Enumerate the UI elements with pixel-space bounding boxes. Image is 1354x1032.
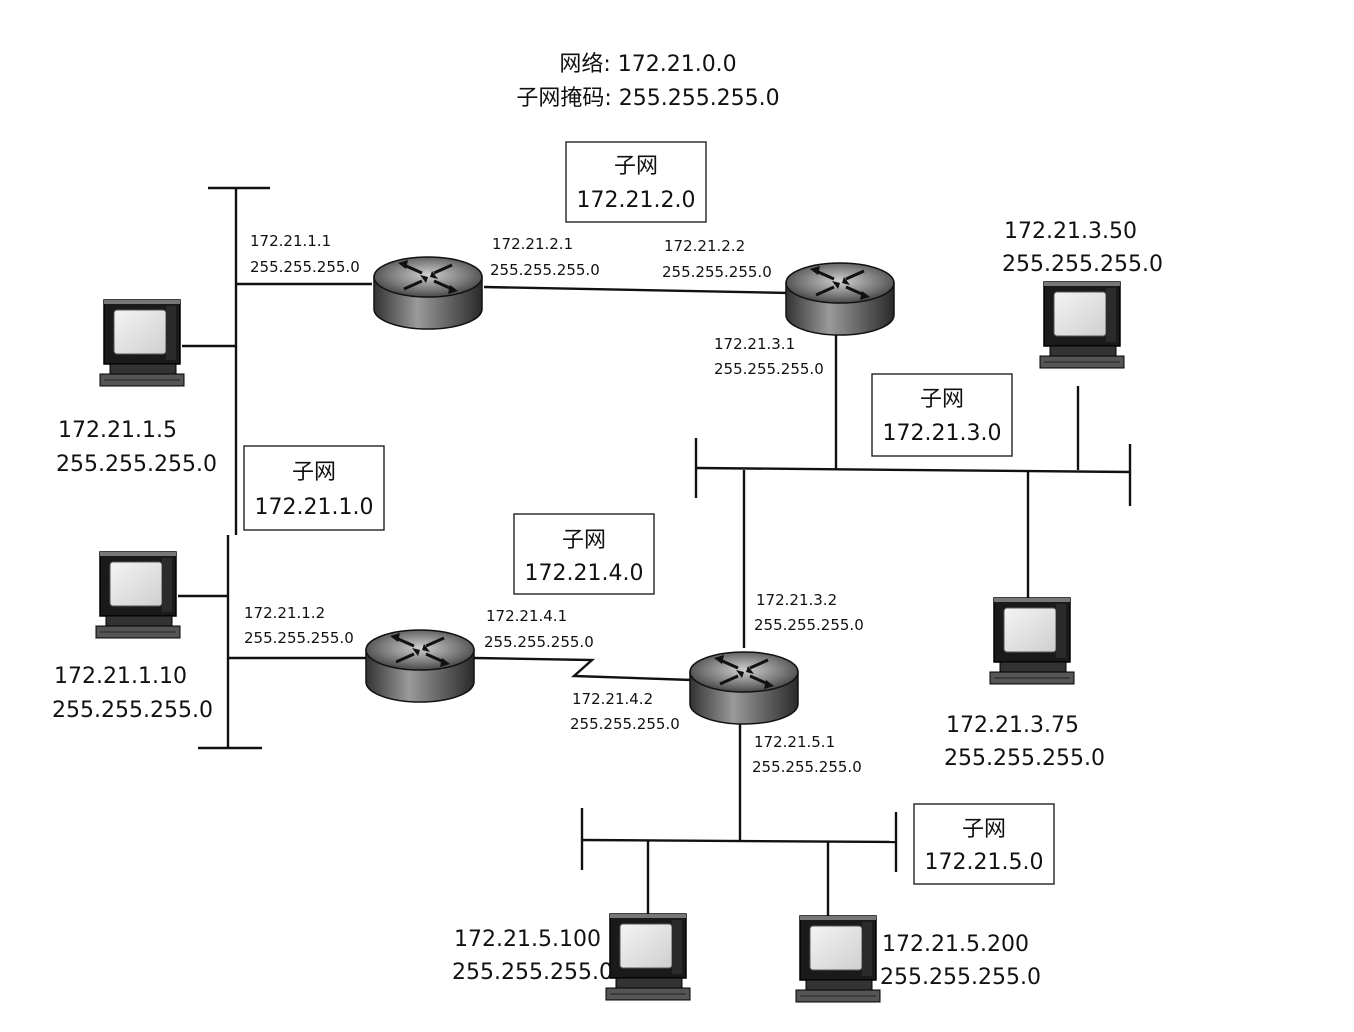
interface-ip: 172.21.2.2: [664, 237, 745, 255]
interface-172-21-4-1: 172.21.4.1 255.255.255.0: [484, 607, 594, 651]
subnet-box-172-21-2-0: 子网 172.21.2.0: [565, 141, 707, 223]
router-icon: [364, 628, 476, 704]
host-172-21-1-5: 172.21.1.5 255.255.255.0: [56, 418, 217, 477]
host-172-21-3-50: 172.21.3.50 255.255.255.0: [1002, 219, 1163, 277]
link-subnet4-serial: [473, 656, 693, 682]
interface-ip: 172.21.4.2: [572, 690, 653, 708]
subnet-address: 172.21.4.0: [525, 561, 644, 586]
interface-ip: 172.21.1.1: [250, 232, 331, 250]
interface-172-21-3-1: 172.21.3.1 255.255.255.0: [714, 335, 824, 378]
computer-icon: [605, 913, 691, 1001]
subnet-box-172-21-3-0: 子网 172.21.3.0: [871, 373, 1013, 457]
interface-172-21-3-2: 172.21.3.2 255.255.255.0: [754, 591, 864, 634]
subnet-label: 子网: [614, 154, 658, 179]
subnet-label: 子网: [292, 460, 336, 485]
interface-mask: 255.255.255.0: [250, 258, 360, 276]
host-ip: 172.21.5.100: [454, 927, 601, 952]
subnet3-segment: [695, 466, 1131, 474]
interface-mask: 255.255.255.0: [490, 261, 600, 279]
subnet-label: 子网: [962, 817, 1006, 842]
subnet-box-172-21-4-0: 子网 172.21.4.0: [513, 513, 655, 595]
host-mask: 255.255.255.0: [1002, 252, 1163, 277]
router-icon: [372, 255, 484, 331]
subnet-label: 子网: [920, 387, 964, 412]
subnet-address: 172.21.5.0: [925, 850, 1044, 875]
host-172-21-5-100: 172.21.5.100 255.255.255.0: [452, 927, 613, 985]
interface-mask: 255.255.255.0: [714, 360, 824, 378]
subnet-address: 172.21.2.0: [577, 188, 696, 213]
computer-icon: [795, 915, 881, 1003]
computer-icon: [989, 597, 1075, 685]
interface-mask: 255.255.255.0: [570, 715, 680, 733]
network-address-text: 网络: 172.21.0.0: [559, 52, 736, 77]
interface-mask: 255.255.255.0: [754, 616, 864, 634]
interface-172-21-1-1: 172.21.1.1 255.255.255.0: [250, 232, 360, 276]
interface-ip: 172.21.5.1: [754, 733, 835, 751]
host-mask: 255.255.255.0: [56, 452, 217, 477]
host-ip: 172.21.3.75: [946, 713, 1079, 738]
computer-icon: [1039, 281, 1125, 369]
host-172-21-5-200: 172.21.5.200 255.255.255.0: [880, 932, 1041, 990]
interface-172-21-2-1: 172.21.2.1 255.255.255.0: [490, 235, 600, 279]
host-mask: 255.255.255.0: [944, 746, 1105, 771]
interface-mask: 255.255.255.0: [484, 633, 594, 651]
interface-ip: 172.21.3.1: [714, 335, 795, 353]
network-links: [178, 186, 1132, 920]
subnet-address: 172.21.3.0: [883, 421, 1002, 446]
subnet-address: 172.21.1.0: [255, 495, 374, 520]
interface-ip: 172.21.3.2: [756, 591, 837, 609]
host-172-21-1-10: 172.21.1.10 255.255.255.0: [52, 664, 213, 723]
interface-172-21-4-2: 172.21.4.2 255.255.255.0: [570, 690, 680, 733]
host-mask: 255.255.255.0: [452, 960, 613, 985]
subnet-mask-text: 子网掩码: 255.255.255.0: [516, 86, 779, 111]
host-ip: 172.21.1.5: [58, 418, 177, 443]
subnet-box-172-21-1-0: 子网 172.21.1.0: [243, 445, 385, 531]
host-ip: 172.21.5.200: [882, 932, 1029, 957]
interface-ip: 172.21.1.2: [244, 604, 325, 622]
subnet-box-172-21-5-0: 子网 172.21.5.0: [913, 803, 1055, 885]
link-subnet2: [483, 285, 791, 295]
interface-mask: 255.255.255.0: [662, 263, 772, 281]
host-172-21-3-75: 172.21.3.75 255.255.255.0: [944, 713, 1105, 771]
interface-mask: 255.255.255.0: [244, 629, 354, 647]
host-ip: 172.21.3.50: [1004, 219, 1137, 244]
host-mask: 255.255.255.0: [880, 965, 1041, 990]
subnet5-segment: [581, 838, 897, 844]
computer-icon: [95, 551, 181, 639]
router-icon: [784, 261, 896, 337]
subnet-label: 子网: [562, 528, 606, 553]
router-icon: [688, 650, 800, 726]
interface-172-21-1-2: 172.21.1.2 255.255.255.0: [244, 604, 354, 647]
host-ip: 172.21.1.10: [54, 664, 187, 689]
interface-ip: 172.21.2.1: [492, 235, 573, 253]
host-mask: 255.255.255.0: [52, 698, 213, 723]
interface-ip: 172.21.4.1: [486, 607, 567, 625]
interface-172-21-2-2: 172.21.2.2 255.255.255.0: [662, 237, 772, 281]
interface-mask: 255.255.255.0: [752, 758, 862, 776]
interface-172-21-5-1: 172.21.5.1 255.255.255.0: [752, 733, 862, 776]
computer-icon: [99, 299, 185, 387]
